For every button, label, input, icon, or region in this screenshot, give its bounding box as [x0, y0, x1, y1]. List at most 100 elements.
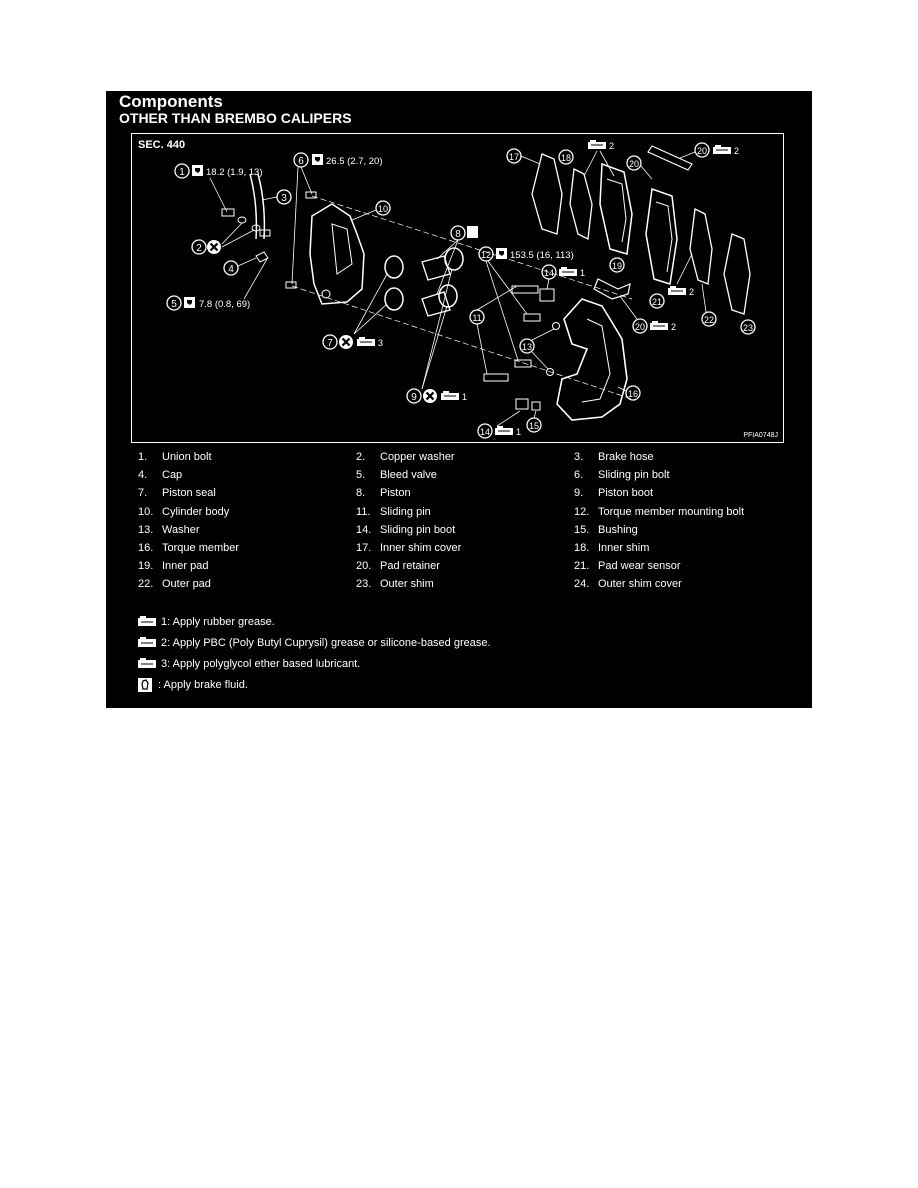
callout-4: 4	[223, 260, 239, 276]
callout-20: 20 2	[632, 318, 676, 334]
legend: 1: Apply rubber grease.2: Apply PBC (Pol…	[138, 611, 798, 695]
part-item: 17.Inner shim cover	[356, 542, 574, 554]
svg-text:2: 2	[734, 146, 739, 156]
callout-14-lower: 14 1	[477, 423, 521, 439]
part-name: Cylinder body	[162, 505, 230, 518]
part-item: 8.Piston	[356, 487, 574, 499]
torque-spec-5: 7.8 (0.8, 69)	[199, 299, 250, 310]
part-item: 18.Inner shim	[574, 542, 792, 554]
svg-text:2: 2	[196, 243, 202, 254]
part-item: 13.Washer	[138, 524, 356, 536]
svg-text:2: 2	[671, 322, 676, 332]
svg-text:6: 6	[298, 156, 304, 167]
part-name: Union bolt	[162, 451, 212, 464]
svg-text:1: 1	[462, 392, 467, 402]
callout-21: 20	[626, 155, 642, 171]
callout-11: 11	[469, 309, 485, 325]
part-name: Inner shim	[598, 542, 650, 555]
replace-part-icon	[421, 387, 439, 405]
part-name: Piston	[380, 487, 411, 500]
part-item: 2. Copper washer	[356, 451, 574, 463]
part-number: 22.	[138, 578, 154, 591]
part-number: 5.	[356, 469, 366, 482]
part-name: Inner shim cover	[380, 542, 462, 555]
part-item: 6.Sliding pin bolt	[574, 469, 792, 481]
part-name: Sliding pin boot	[380, 523, 456, 536]
part-number: 1.	[138, 451, 148, 464]
svg-text:18: 18	[561, 153, 571, 163]
part-number: 14.	[356, 523, 372, 536]
svg-text:20: 20	[697, 146, 707, 156]
svg-text:5: 5	[171, 299, 177, 310]
part-name: Pad retainer	[380, 560, 440, 573]
components-panel: Components OTHER THAN BREMBO CALIPERS	[106, 91, 812, 708]
legend-text: 1: Apply rubber grease.	[161, 615, 275, 628]
svg-text:20: 20	[629, 159, 639, 169]
grease-icon	[440, 390, 460, 401]
part-number: 21.	[574, 560, 590, 573]
part-item: 20.Pad retainer	[356, 560, 574, 572]
part-name: Piston boot	[598, 487, 654, 500]
part-name: Copper washer	[380, 451, 455, 464]
svg-text:8: 8	[455, 229, 461, 240]
torque-spec-1: 18.2 (1.9, 13)	[206, 167, 263, 178]
part-item: 19.Inner pad	[138, 560, 356, 572]
grease-icon	[356, 336, 376, 347]
part-item: 15.Bushing	[574, 524, 792, 536]
svg-text:14: 14	[544, 268, 554, 278]
brake-fluid-icon	[138, 677, 152, 692]
torque-spec-6: 26.5 (2.7, 20)	[326, 156, 383, 167]
part-item: 3.Brake hose	[574, 451, 792, 463]
part-number: 19.	[138, 560, 154, 573]
svg-text:17: 17	[509, 152, 519, 162]
svg-text:20: 20	[635, 322, 645, 332]
legend-text: : Apply brake fluid.	[158, 678, 248, 691]
torque-wrench-icon	[496, 248, 507, 259]
grease-icon	[138, 637, 158, 648]
part-name: Cap	[162, 469, 183, 482]
legend-item: 3: Apply polyglycol ether based lubrican…	[138, 653, 798, 674]
replace-part-icon	[205, 238, 223, 256]
part-number: 6.	[574, 469, 584, 482]
part-item: 23.Outer shim	[356, 578, 574, 590]
part-name: Washer	[162, 523, 200, 536]
part-item: 10. Cylinder body	[138, 506, 356, 518]
part-item: 24.Outer shim cover	[574, 578, 792, 590]
part-number: 10.	[138, 505, 154, 518]
part-number: 16.	[138, 542, 154, 555]
callout-3: 3	[276, 189, 292, 205]
svg-text:14: 14	[480, 427, 490, 437]
svg-text:1: 1	[516, 427, 521, 437]
torque-spec-12: 153.5 (16, 113)	[510, 250, 574, 261]
part-number: 24.	[574, 578, 590, 591]
part-number: 2.	[356, 451, 366, 464]
part-name: Torque member	[162, 542, 240, 555]
svg-text:4: 4	[228, 264, 234, 275]
svg-text:1: 1	[580, 268, 585, 278]
callout-6: 6 26.5 (2.7, 20)	[293, 152, 383, 168]
part-item: 21.Pad wear sensor	[574, 560, 792, 572]
part-number: 4.	[138, 469, 148, 482]
svg-text:2: 2	[689, 287, 694, 297]
callout-17: 17	[506, 148, 522, 164]
svg-text:13: 13	[522, 342, 532, 352]
callout-16: 16	[625, 385, 641, 401]
part-item: 16. Torque member	[138, 542, 356, 554]
part-item: 4. Cap	[138, 469, 356, 481]
grease-icon	[494, 425, 514, 436]
parts-row: 1. Union bolt 2. Copper washer 3.Brake hose	[138, 448, 798, 466]
svg-text:7: 7	[327, 338, 333, 349]
svg-text:1: 1	[179, 167, 185, 178]
figure-code: PFIA0748J	[743, 432, 778, 439]
callout-top-grease: 2	[587, 139, 614, 151]
part-number: 9.	[574, 487, 584, 500]
svg-text:12: 12	[481, 250, 491, 260]
replace-part-icon	[337, 333, 355, 351]
callout-8: 8	[450, 225, 478, 241]
part-item: 12.Torque member mounting bolt	[574, 506, 792, 518]
callout-1: 1 18.2 (1.9, 13)	[174, 163, 263, 179]
